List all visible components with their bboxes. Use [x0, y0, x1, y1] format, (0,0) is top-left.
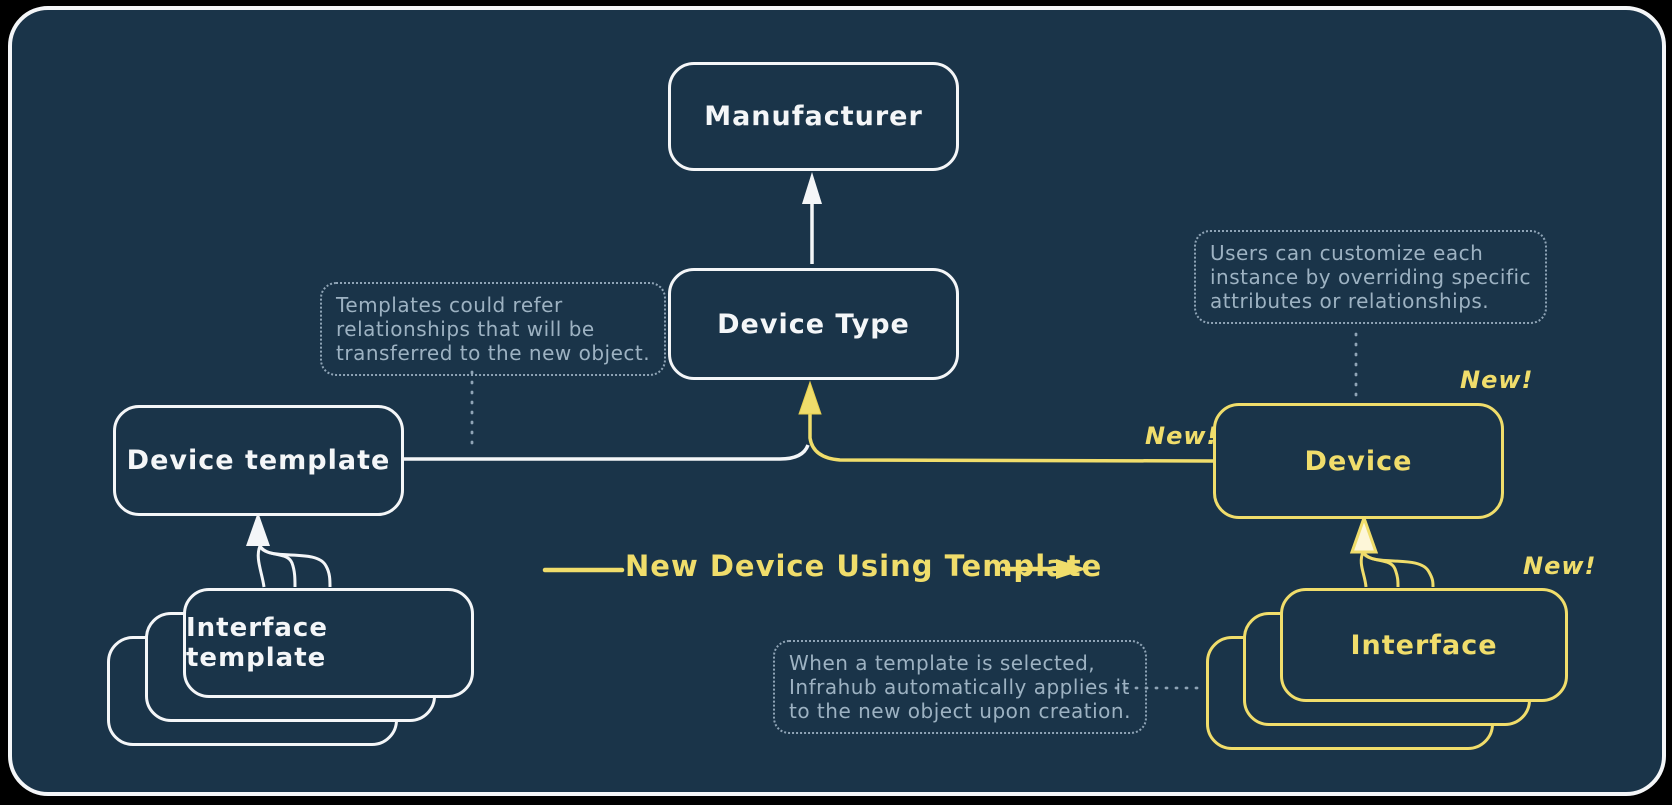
node-device: Device [1213, 403, 1504, 519]
node-manufacturer: Manufacturer [668, 62, 959, 171]
node-interface-template: Interface template [183, 588, 474, 698]
note-apply-line1: When a template is selected, [789, 651, 1096, 675]
note-templates-line3: transferred to the new object. [336, 341, 651, 365]
new-badge-device: New! [1460, 366, 1534, 394]
node-manufacturer-label: Manufacturer [704, 101, 923, 132]
node-interface: Interface [1280, 588, 1568, 702]
note-customize: Users can customize each instance by ove… [1194, 230, 1548, 324]
note-customize-line2: instance by overriding specific [1210, 265, 1532, 289]
flow-label: New Device Using Template [625, 549, 1103, 583]
note-templates: Templates could refer relationships that… [320, 282, 667, 376]
note-apply-line2: Infrahub automatically applies it [789, 675, 1130, 699]
note-templates-line2: relationships that will be [336, 317, 595, 341]
note-apply: When a template is selected, Infrahub au… [773, 640, 1147, 734]
node-interface-template-label: Interface template [186, 613, 328, 673]
node-device-template-label: Device template [126, 445, 391, 476]
note-customize-line3: attributes or relationships. [1210, 289, 1490, 313]
node-interface-label: Interface [1350, 629, 1498, 661]
new-badge-interface: New! [1523, 552, 1597, 580]
node-device-template: Device template [113, 405, 404, 516]
note-templates-line1: Templates could refer [336, 293, 563, 317]
node-device-type: Device Type [668, 268, 959, 380]
node-device-type-label: Device Type [717, 308, 910, 340]
note-apply-line3: to the new object upon creation. [789, 699, 1131, 723]
note-customize-line1: Users can customize each [1210, 241, 1484, 265]
new-badge-device-line: New! [1145, 422, 1219, 450]
node-device-label: Device [1304, 445, 1413, 477]
